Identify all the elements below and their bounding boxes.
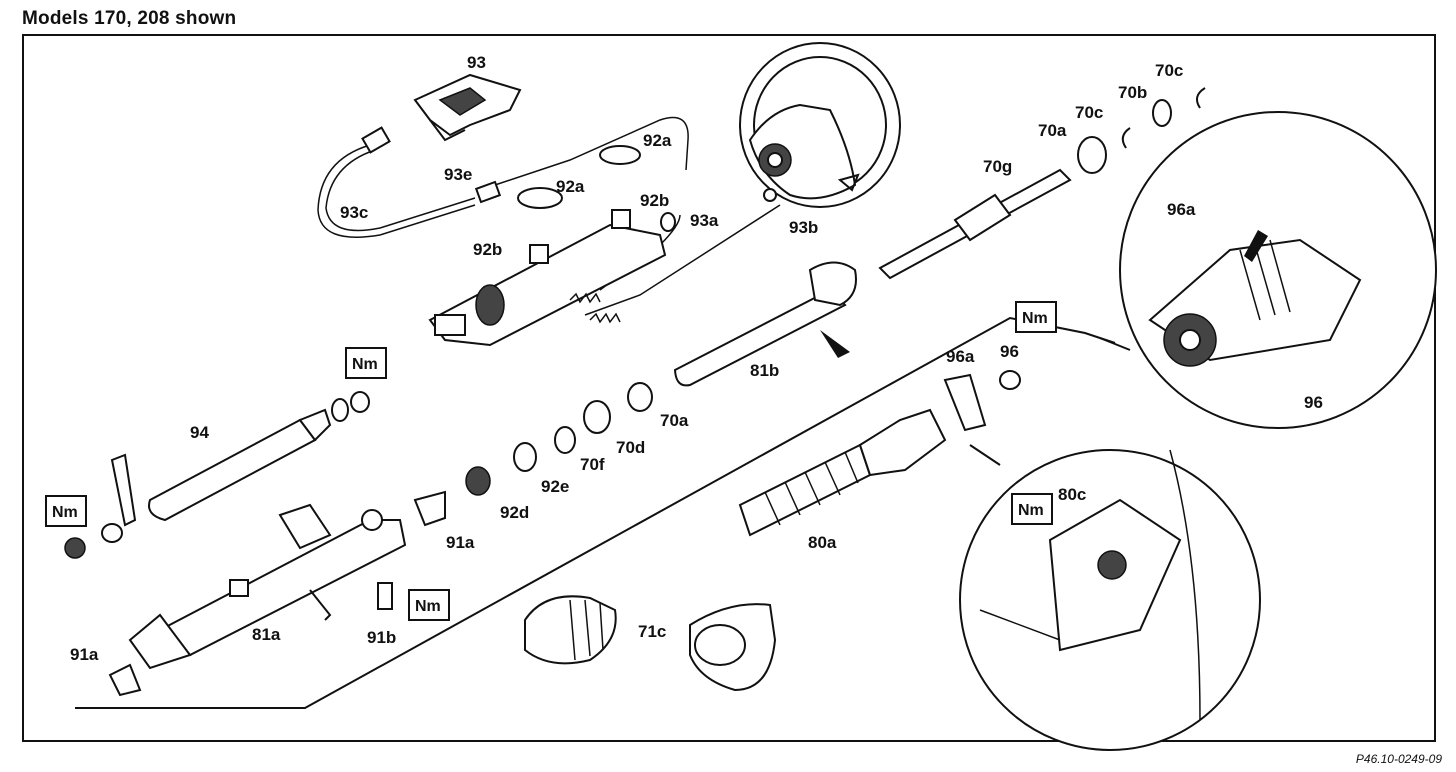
bolt-91b [377,582,393,610]
bushing-70d [583,400,611,434]
detail-circle-1 [1119,111,1437,429]
label-92a: 92a [643,131,672,150]
label-92e: 92e [541,477,569,496]
torque-box-2: Nm [1015,301,1057,333]
leader-line-1 [1099,337,1131,351]
label-93c: 93c [340,203,368,222]
washer-92e [513,442,537,472]
svg-text:Nm: Nm [1018,502,1044,519]
label-70c: 70c [1075,103,1103,122]
column-tube-81a [128,503,407,670]
label-70a: 70a [1038,121,1067,140]
label-91a: 91a [446,533,475,552]
bellows-80a [738,408,947,537]
bearing-70a [1077,136,1107,174]
torque-box-4: Nm [408,589,450,621]
torque-box-5: Nm [1011,493,1053,525]
label-70f: 70f [580,455,605,474]
ring-70b [1152,99,1172,127]
svg-text:Nm: Nm [415,598,441,615]
arrow-pointer [820,330,850,358]
label-81b: 81b [750,361,779,380]
bushing-70a [627,382,653,412]
spring-1 [569,292,601,304]
figure-reference: P46.10-0249-09 [1355,752,1442,766]
label-91b: 91b [367,628,396,647]
label-93: 93 [467,53,486,72]
nut-92d [465,466,491,496]
svg-text:Nm: Nm [1022,310,1048,327]
label-92d: 92d [500,503,529,522]
label-80a: 80a [808,533,837,552]
label-93a: 93a [690,211,719,230]
baseline-plane [75,316,1116,709]
label-80c: 80c [1058,485,1086,504]
circlip-70c-2 [1195,87,1206,109]
svg-text:Nm: Nm [352,356,378,373]
diagram-frame [22,34,1436,742]
label-81a: 81a [252,625,281,644]
label-70a-2: 70a [660,411,689,430]
clip-91a-2 [108,663,142,697]
label-96a: 96a [1167,200,1196,219]
label-92b-2: 92b [473,240,502,259]
label-96: 96 [1304,393,1323,412]
label-96a-2: 96a [946,347,975,366]
label-92a-2: 92a [556,177,585,196]
label-70g: 70g [983,157,1012,176]
label-96-2: 96 [1000,342,1019,361]
upper-shaft-70g [878,168,1072,280]
spring-2 [589,312,621,324]
cylinder-94 [64,391,370,559]
circlip-70c [1121,127,1131,149]
nut-96 [999,370,1021,390]
label-71c: 71c [638,622,666,641]
bracket-93 [413,73,522,142]
label-70b: 70b [1118,83,1147,102]
detail-circle-2 [959,449,1261,751]
torque-box-1: Nm [345,347,387,379]
label-70d: 70d [616,438,645,457]
label-91a-2: 91a [70,645,99,664]
label-92b: 92b [640,191,669,210]
label-70c-2: 70c [1155,61,1183,80]
combination-switch-assembly [428,145,777,347]
label-93e: 93e [444,165,472,184]
torque-box-3: Nm [45,495,87,527]
jacket-tube-81b [673,261,857,387]
leader-line-2 [969,444,1001,466]
detail-arrow [1244,230,1268,262]
svg-text:Nm: Nm [52,504,78,521]
boot-71c [524,595,777,692]
bracket-96a [943,373,987,432]
clip-91a [413,490,446,527]
label-93b: 93b [789,218,818,237]
steering-wheel [739,42,901,208]
diagram-title: Models 170, 208 shown [22,8,237,29]
cable-assembly [317,116,781,316]
washer-70f [554,426,576,454]
label-94: 94 [190,423,209,442]
